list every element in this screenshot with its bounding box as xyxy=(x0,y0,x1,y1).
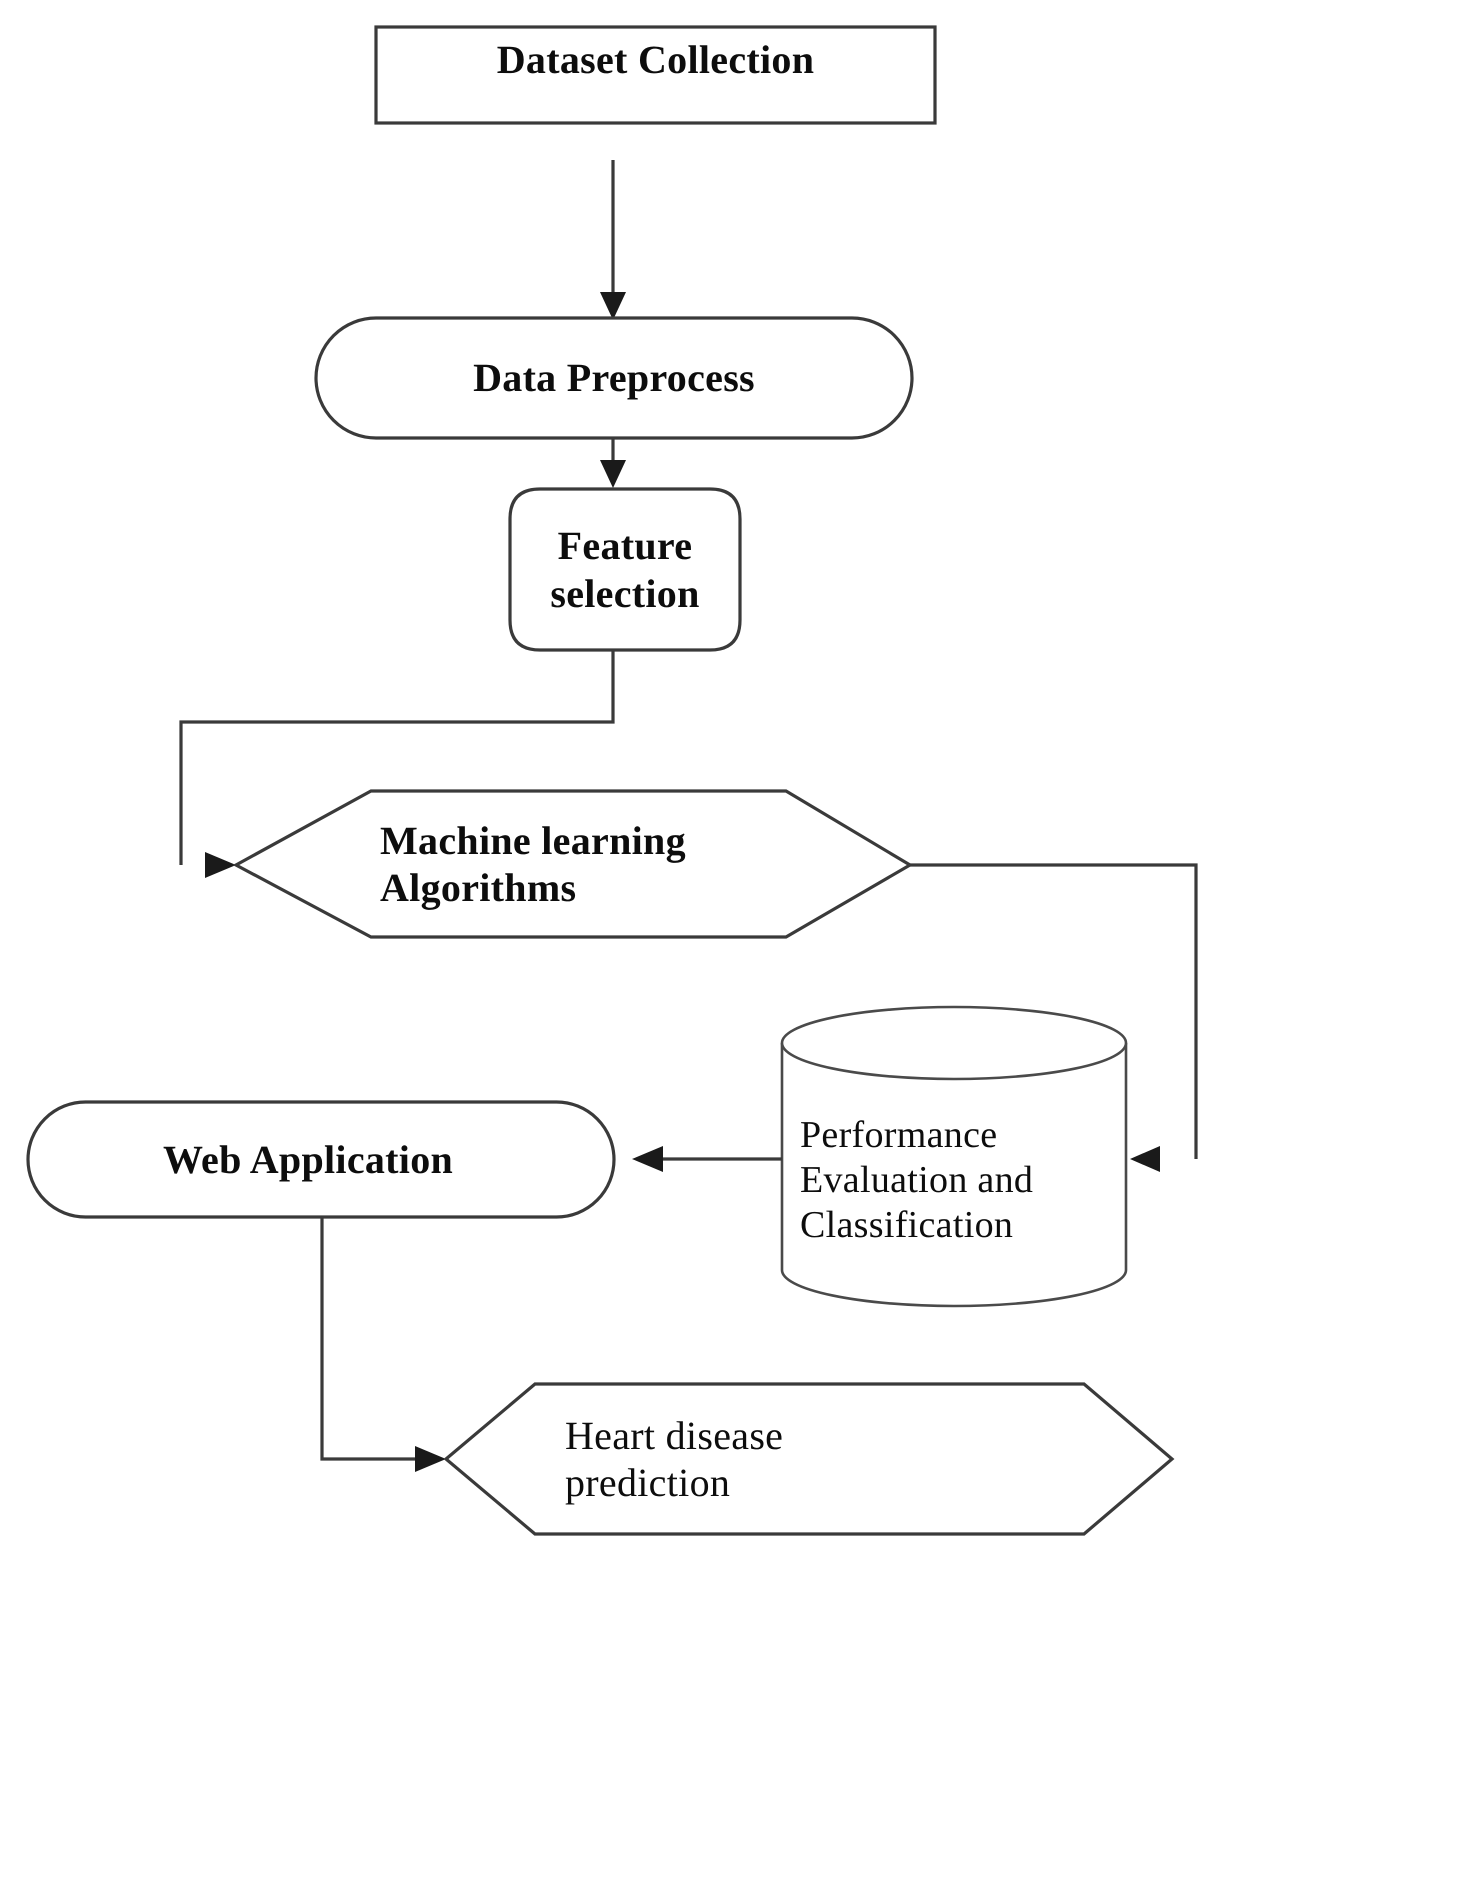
edge-dataset-to-preprocess-arrowhead xyxy=(600,292,626,320)
edge-performance-to-web-arrowhead xyxy=(632,1146,663,1172)
node-performance-evaluation-label: Performance Evaluation and Classificatio… xyxy=(800,1114,1034,1246)
node-machine-learning-label: Machine learning Algorithms xyxy=(380,817,686,910)
node-feature-selection-shape xyxy=(508,487,742,652)
node-dataset-collection-shape xyxy=(374,25,937,125)
edge-preprocess-to-feature-arrowhead xyxy=(600,460,626,488)
edge-web-to-prediction-line xyxy=(320,1217,419,1461)
edge-web-to-prediction-arrowhead xyxy=(415,1446,446,1472)
edge-feature-to-ml-line xyxy=(179,650,615,865)
node-web-application-label: Web Application xyxy=(162,1136,454,1182)
node-performance-cylinder-body xyxy=(780,1043,1128,1308)
node-performance-cylinder-top xyxy=(780,1005,1128,1081)
node-dataset-collection-label: Dataset Collection xyxy=(496,37,815,83)
edge-ml-to-performance-arrowhead xyxy=(1130,1146,1160,1172)
node-heart-disease-prediction-shape xyxy=(443,1382,1175,1536)
node-data-preprocess-label: Data Preprocess xyxy=(473,355,755,401)
edge-feature-to-ml-arrowhead xyxy=(205,852,236,878)
node-heart-disease-prediction-label: Heart disease prediction xyxy=(565,1412,784,1505)
edge-ml-to-performance-line xyxy=(910,863,1198,1159)
node-feature-selection-label: Feature selection xyxy=(550,523,700,616)
